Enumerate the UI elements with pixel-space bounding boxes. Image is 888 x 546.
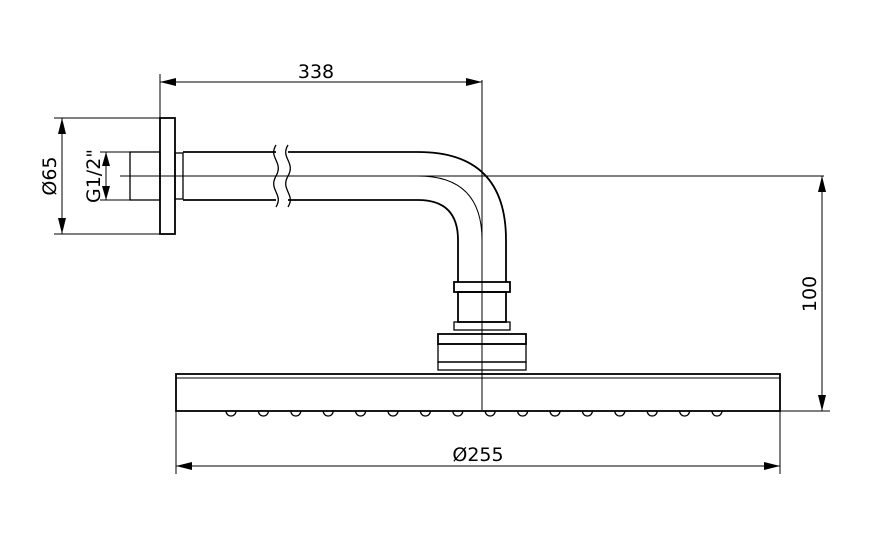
nozzle (419, 410, 432, 417)
nozzle (549, 410, 561, 417)
dimension-label-head-diameter: Ø255 (452, 444, 503, 466)
shower-head (175, 373, 781, 417)
nozzle (322, 410, 334, 417)
dimension-label-arm-length: 338 (298, 61, 334, 83)
nozzle (646, 410, 658, 417)
nozzle (678, 410, 691, 417)
dimension-head-diameter: Ø255 (175, 411, 781, 474)
center-lines (120, 80, 824, 410)
nozzle (225, 410, 237, 417)
nozzle (354, 410, 367, 417)
nozzle (452, 410, 464, 417)
dimension-label-thread: G1/2" (83, 149, 105, 203)
nozzle (257, 410, 270, 417)
nozzle (516, 410, 529, 417)
nozzle (387, 410, 399, 417)
dimension-drop-height: 100 (724, 176, 830, 412)
shower-arm (183, 144, 507, 282)
dimension-flange-diameter: Ø65 (39, 117, 160, 235)
nozzle (581, 410, 594, 417)
dimension-thread: G1/2" (83, 149, 130, 203)
dimension-arm-length: 338 (159, 61, 482, 118)
shower-nozzles (225, 410, 723, 417)
nozzle (614, 410, 626, 417)
nozzle (484, 410, 496, 417)
nozzle (290, 410, 302, 417)
dimension-label-drop-height: 100 (799, 276, 821, 312)
nozzle (711, 410, 723, 417)
dimension-label-flange-diameter: Ø65 (39, 156, 61, 195)
